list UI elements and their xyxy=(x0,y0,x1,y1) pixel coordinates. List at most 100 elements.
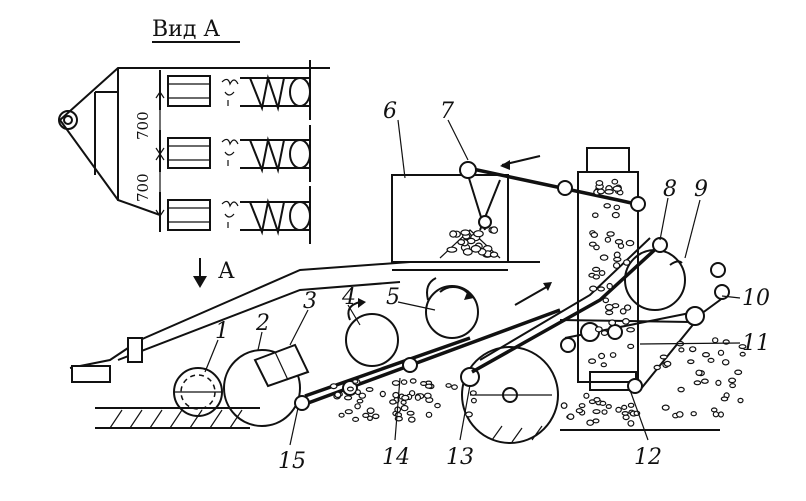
potato xyxy=(659,354,668,360)
label-4: 4 xyxy=(341,285,356,310)
potato xyxy=(599,254,609,261)
potato xyxy=(400,399,407,405)
potato xyxy=(678,347,685,353)
wheel-13 xyxy=(461,346,559,444)
potato xyxy=(401,394,410,401)
potato xyxy=(613,256,622,262)
potato xyxy=(352,379,359,384)
potato xyxy=(578,403,586,409)
potato xyxy=(352,416,360,422)
potato xyxy=(600,330,609,337)
hitch-brace xyxy=(94,91,118,175)
dimension-lower: 700 xyxy=(134,173,152,202)
label-1: 1 xyxy=(215,319,229,344)
potato xyxy=(469,390,477,396)
potato xyxy=(583,392,590,399)
potato xyxy=(400,404,409,412)
potato xyxy=(715,379,722,386)
potato xyxy=(605,404,612,410)
potato xyxy=(560,402,568,409)
part-labels: 1 2 3 4 5 6 7 8 9 10 11 12 13 14 15 xyxy=(215,99,770,474)
potato xyxy=(717,349,725,356)
potato xyxy=(712,411,720,418)
row-2 xyxy=(159,125,311,182)
potato xyxy=(446,246,458,253)
potato xyxy=(338,412,345,418)
roller-8 xyxy=(624,249,686,311)
potato xyxy=(470,397,477,404)
potato xyxy=(695,369,703,376)
potato xyxy=(473,230,484,238)
potato xyxy=(358,392,367,399)
potato xyxy=(653,364,661,371)
potato xyxy=(609,352,617,358)
potato xyxy=(602,297,610,304)
potato xyxy=(462,248,473,256)
label-2: 2 xyxy=(255,311,270,336)
potato xyxy=(593,244,600,251)
potato xyxy=(693,380,702,386)
potato xyxy=(720,396,729,402)
potato xyxy=(592,418,600,424)
label-15: 15 xyxy=(278,449,306,474)
potato xyxy=(409,378,417,384)
potato xyxy=(728,377,737,384)
label-12: 12 xyxy=(634,445,662,470)
potato xyxy=(598,270,606,277)
potato xyxy=(372,413,380,420)
potato xyxy=(661,404,670,411)
label-10: 10 xyxy=(742,286,770,311)
potato xyxy=(334,391,342,399)
potato xyxy=(627,420,635,427)
potato xyxy=(611,211,620,219)
potato xyxy=(625,239,635,247)
potato xyxy=(613,204,621,211)
potato xyxy=(621,411,629,416)
potato xyxy=(344,395,353,401)
potato xyxy=(588,358,597,365)
potato xyxy=(424,383,433,389)
potato xyxy=(611,178,619,185)
potato xyxy=(619,308,627,315)
potato xyxy=(489,251,499,258)
potato xyxy=(689,346,697,353)
potato xyxy=(457,239,466,246)
potato xyxy=(707,357,715,363)
label-3: 3 xyxy=(303,289,317,314)
potato xyxy=(622,318,630,325)
potato xyxy=(449,230,458,238)
potato xyxy=(596,188,605,195)
potato xyxy=(627,402,635,408)
view-a-plan: Вид А xyxy=(58,17,330,288)
potato xyxy=(356,398,364,404)
potato xyxy=(406,410,415,416)
potato xyxy=(451,384,458,390)
row-1 xyxy=(159,60,311,120)
potato xyxy=(362,412,370,418)
potato xyxy=(567,413,575,421)
potato xyxy=(589,285,598,292)
potato xyxy=(663,360,672,367)
label-7: 7 xyxy=(440,99,454,124)
potato xyxy=(329,383,338,390)
potato xyxy=(400,379,408,385)
potato xyxy=(355,389,362,396)
potato xyxy=(687,359,695,365)
potato xyxy=(575,408,584,414)
potato xyxy=(592,409,601,415)
label-14: 14 xyxy=(382,445,410,470)
potato xyxy=(603,203,612,209)
potato xyxy=(434,402,441,409)
potato xyxy=(717,411,724,418)
potato xyxy=(490,226,499,234)
potato xyxy=(605,310,614,316)
label-11: 11 xyxy=(742,331,770,356)
label-6: 6 xyxy=(383,99,397,124)
leader-lines xyxy=(204,119,741,446)
elevator-9 xyxy=(471,243,662,374)
ground-line xyxy=(95,407,260,429)
label-5: 5 xyxy=(386,285,400,310)
potato xyxy=(712,337,719,344)
potato xyxy=(367,415,374,421)
potato xyxy=(423,392,432,399)
